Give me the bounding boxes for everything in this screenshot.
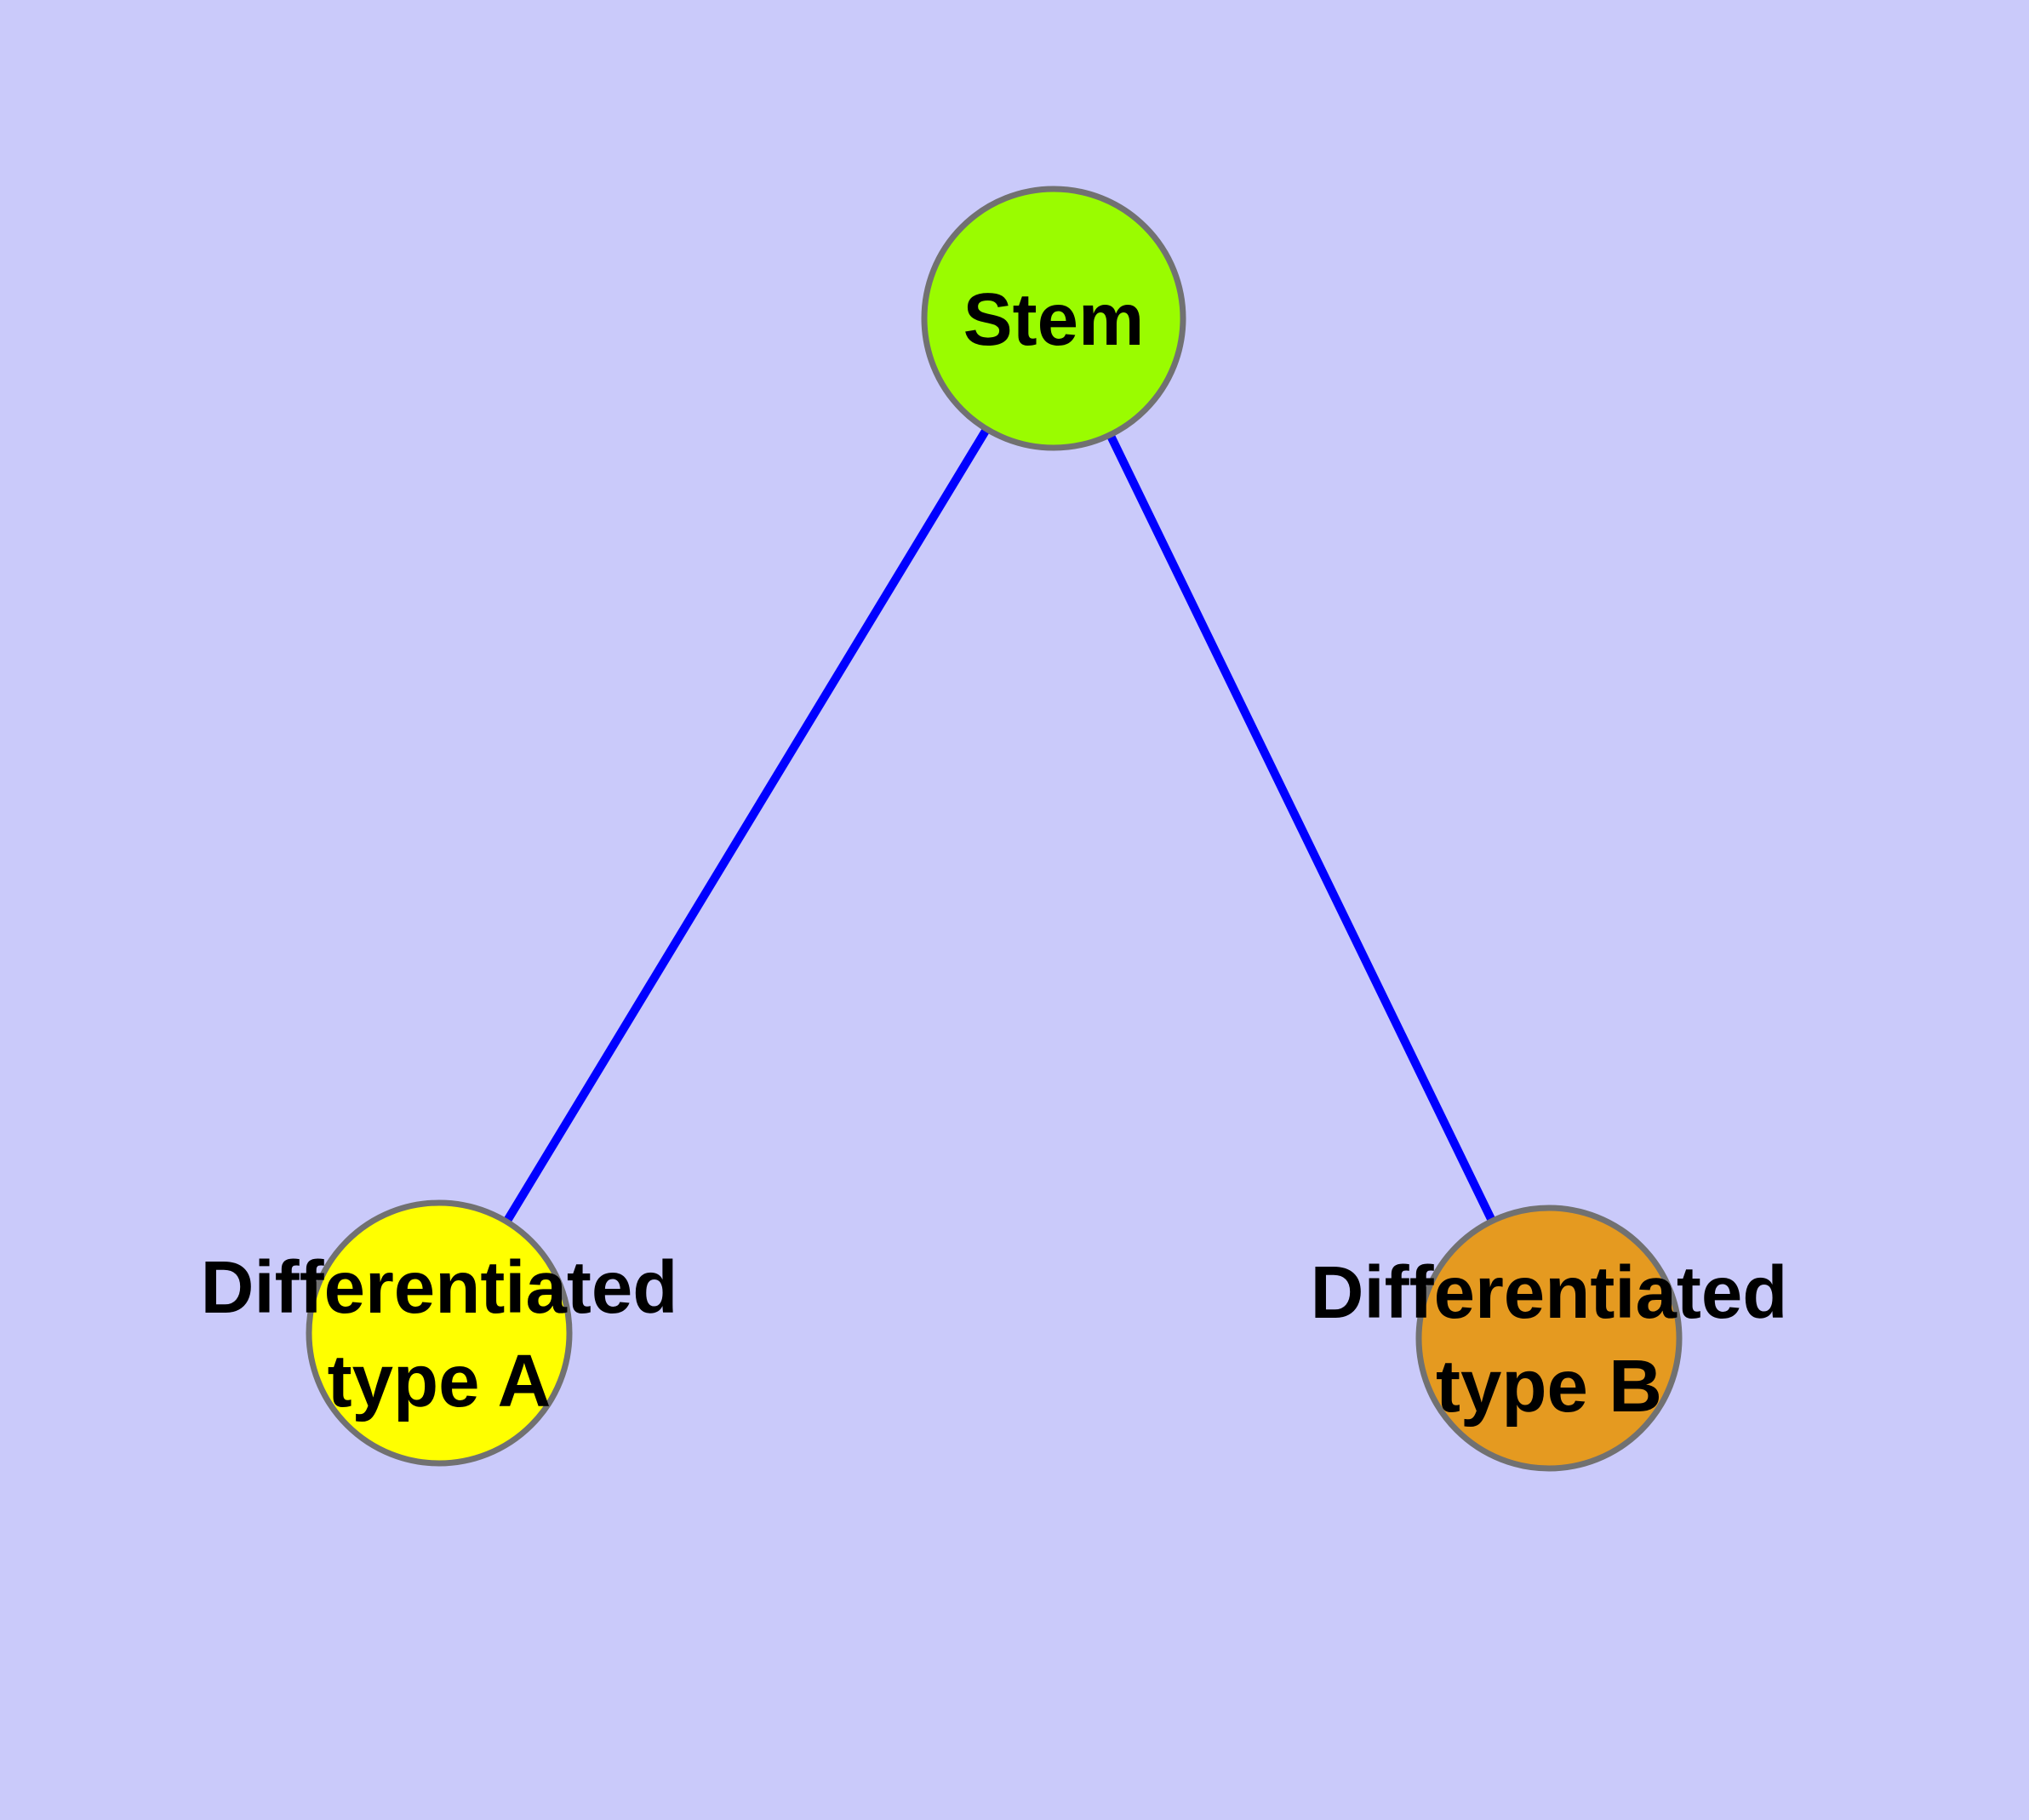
node-differentiated-type-a-label: Differentiated type A	[201, 1246, 678, 1422]
node-differentiated-type-b	[1415, 1205, 1683, 1472]
edge-stem-to-differentiated-type-b	[1049, 316, 1553, 1341]
node-differentiated-type-b-label-line-1: Differentiated	[1311, 1251, 1788, 1334]
node-stem	[921, 186, 1186, 451]
node-differentiated-type-b-label-line-2: type B	[1436, 1345, 1662, 1428]
edge-stem-to-differentiated-type-a	[435, 316, 1058, 1336]
node-stem-label-line-1: Stem	[963, 278, 1145, 361]
node-stem-label: Stem	[963, 278, 1145, 361]
node-differentiated-type-b-label: Differentiated type B	[1311, 1251, 1788, 1428]
node-differentiated-type-a-label-line-2: type A	[328, 1340, 552, 1422]
node-differentiated-type-a	[306, 1199, 573, 1467]
node-differentiated-type-a-label-line-1: Differentiated	[201, 1246, 678, 1329]
